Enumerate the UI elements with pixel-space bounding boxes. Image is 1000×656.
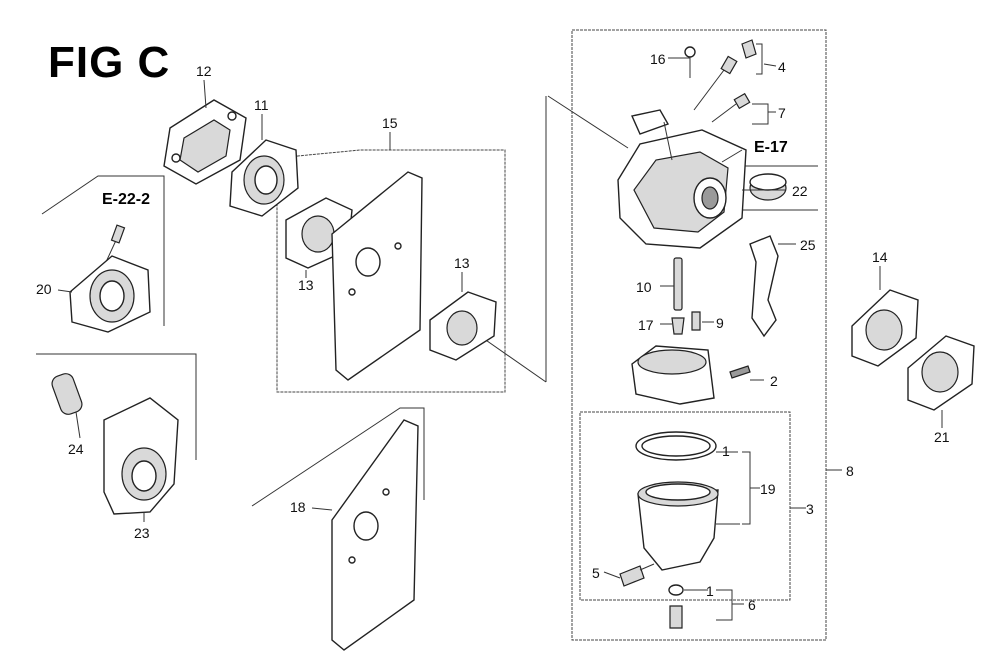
part-label-1b: 1 xyxy=(706,583,714,599)
part-label-2: 2 xyxy=(770,373,778,389)
bowl-19 xyxy=(637,481,719,571)
bolt-6 xyxy=(668,584,684,629)
screw-5 xyxy=(619,563,655,587)
part-label-13b: 13 xyxy=(454,255,470,271)
part-label-4: 4 xyxy=(778,59,786,75)
part-label-13a: 13 xyxy=(298,277,314,293)
part-label-16: 16 xyxy=(650,51,666,67)
carburetor-body xyxy=(617,109,747,249)
insulator-11 xyxy=(229,139,299,217)
screw-16 xyxy=(684,46,696,78)
float-2 xyxy=(631,345,751,405)
gasket-14 xyxy=(851,289,919,367)
leader-lines xyxy=(57,43,943,621)
bowl-assembly-frame xyxy=(579,411,791,601)
screw-7 xyxy=(711,92,751,123)
bracket-25 xyxy=(749,235,779,338)
part-label-12: 12 xyxy=(196,63,212,79)
breather-23 xyxy=(51,373,179,515)
ref-label-e222: E-22-2 xyxy=(102,191,150,208)
screw-4 xyxy=(693,39,757,111)
intake-part-20 xyxy=(69,224,151,333)
part-label-14: 14 xyxy=(872,249,888,265)
gasket-13-right xyxy=(429,291,497,361)
gasket-21 xyxy=(907,335,975,411)
part-label-9: 9 xyxy=(716,315,724,331)
part-label-22: 22 xyxy=(792,183,808,199)
jet-9 xyxy=(691,311,701,331)
part-label-15: 15 xyxy=(382,115,398,131)
part-label-1a: 1 xyxy=(722,443,730,459)
part-label-25: 25 xyxy=(800,237,816,253)
part-label-24: 24 xyxy=(68,441,84,457)
cap-22 xyxy=(749,173,787,201)
carburetor-assembly-frame xyxy=(571,29,827,641)
part-label-11: 11 xyxy=(254,97,269,113)
part-label-10: 10 xyxy=(636,279,652,295)
part-label-23: 23 xyxy=(134,525,150,541)
e222-frame xyxy=(41,175,165,326)
part-label-8: 8 xyxy=(846,463,854,479)
jet-17 xyxy=(671,317,685,335)
part-label-21: 21 xyxy=(934,429,950,445)
o-ring-1 xyxy=(635,431,717,461)
plate-15 xyxy=(331,171,423,381)
part-label-17: 17 xyxy=(638,317,654,333)
breather-frame xyxy=(36,353,197,460)
part-label-5: 5 xyxy=(592,565,600,581)
part-label-7: 7 xyxy=(778,105,786,121)
plate-18 xyxy=(331,419,419,651)
part-label-19: 19 xyxy=(760,481,776,497)
gasket-set-frame xyxy=(276,149,506,393)
carb-leader-frame xyxy=(479,95,629,383)
ref-label-e17: E-17 xyxy=(754,139,788,156)
needle-10 xyxy=(673,257,683,311)
part-label-18: 18 xyxy=(290,499,306,515)
part-label-3: 3 xyxy=(806,501,814,517)
part-label-6: 6 xyxy=(748,597,756,613)
gasket-12 xyxy=(163,99,247,185)
heat-shield-frame xyxy=(251,407,425,507)
part-label-20: 20 xyxy=(36,281,52,297)
figure-title: FIG C xyxy=(48,38,171,87)
